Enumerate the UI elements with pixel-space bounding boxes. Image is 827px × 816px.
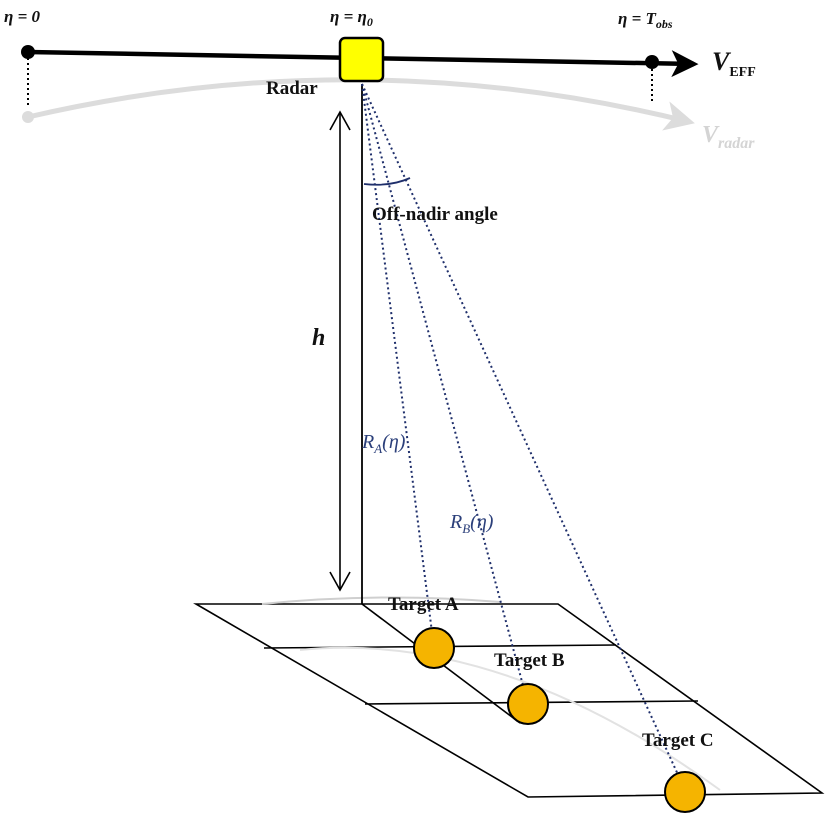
radar-velocity-label: Vradar — [702, 122, 755, 152]
target-c-dot — [664, 771, 706, 813]
radar-trajectory-curve — [27, 77, 695, 131]
height-label: h — [312, 325, 325, 351]
height-arrow — [329, 110, 351, 592]
off-nadir-angle-label: Off-nadir angle — [372, 204, 498, 225]
effective-velocity-label: VEFF — [712, 47, 756, 80]
mid-time-label: η = η0 — [330, 7, 373, 29]
radar-icon — [338, 36, 385, 83]
ground-arc-near — [261, 596, 501, 605]
off-nadir-angle-arc — [363, 177, 411, 186]
target-b-dot — [507, 683, 549, 725]
radar-label: Radar — [266, 78, 318, 99]
ground-arc-far — [299, 646, 721, 791]
end-point-dot — [645, 55, 659, 69]
range-a-label: RA(η) — [361, 431, 406, 456]
target-a-dot — [413, 627, 455, 669]
target-a-label: Target A — [388, 594, 459, 615]
start-time-label: η = 0 — [4, 7, 41, 26]
target-c-label: Target C — [642, 730, 714, 751]
range-lines — [361, 83, 686, 791]
target-b-label: Target B — [494, 650, 565, 671]
end-time-label: η = Tobs — [618, 9, 673, 31]
radar-trajectory-start-dot — [22, 111, 34, 123]
range-b-label: RB(η) — [449, 511, 494, 536]
start-point-dot — [21, 45, 35, 59]
